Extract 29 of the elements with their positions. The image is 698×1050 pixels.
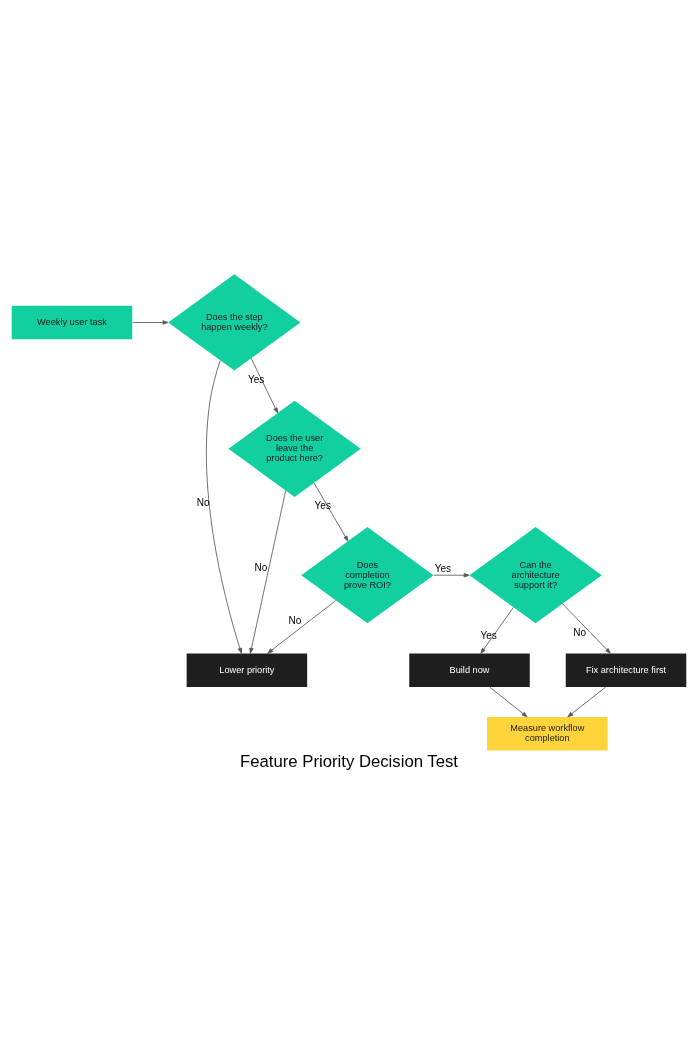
arrow xyxy=(267,600,337,654)
arrow xyxy=(249,490,287,654)
arrow xyxy=(562,603,611,654)
node-diamond: Does the step happen weekly? xyxy=(168,274,301,371)
arrow xyxy=(480,606,514,654)
arrow xyxy=(206,360,243,654)
arrow xyxy=(567,686,607,718)
edge-label: No xyxy=(573,627,587,639)
arrow xyxy=(433,573,470,578)
node-diamond: Does the user leave the product here? xyxy=(228,400,361,497)
edge-label: Yes xyxy=(248,373,265,385)
node-box: Build now xyxy=(409,653,530,687)
edge-label: No xyxy=(196,497,210,509)
arrow xyxy=(313,482,349,542)
arrow xyxy=(250,357,279,414)
arrow xyxy=(132,320,169,325)
node-box: Measure workflow completion xyxy=(487,717,608,751)
edge-label: Yes xyxy=(480,629,497,641)
edge-label: No xyxy=(288,615,302,627)
edge-label: No xyxy=(254,561,268,573)
arrow xyxy=(489,686,528,718)
edge-label: Yes xyxy=(434,563,452,575)
node-box: Lower priority xyxy=(186,653,308,687)
node-diamond: Does completion prove ROI? xyxy=(301,527,434,624)
node-box: Fix architecture first xyxy=(565,653,687,687)
node-diamond: Can the architecture support it? xyxy=(469,527,602,624)
edge-label: Yes xyxy=(314,500,331,512)
node-box: Weekly user task xyxy=(11,305,133,340)
diagram-title: Feature Priority Decision Test xyxy=(239,752,459,772)
